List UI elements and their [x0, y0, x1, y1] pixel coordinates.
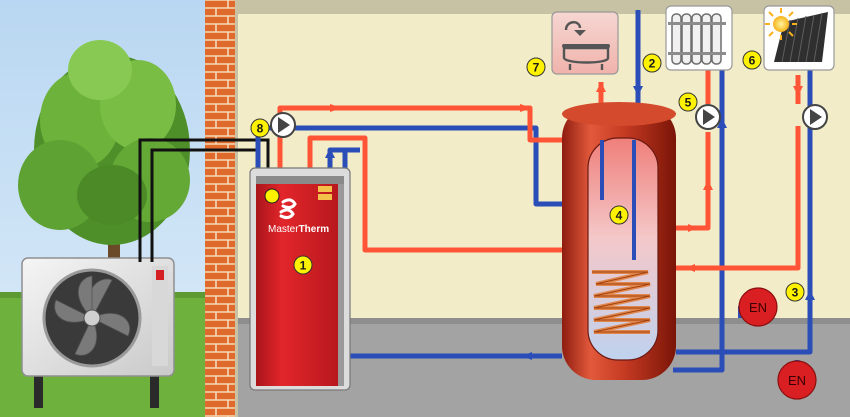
flow-arrow-icon: [325, 82, 815, 360]
solar-pump: [802, 104, 828, 130]
storage-tank: [562, 102, 676, 380]
callout-number: 6: [749, 54, 756, 68]
brick-wall: [205, 0, 235, 417]
callout-4: 4: [609, 205, 629, 225]
callout-number: 4: [616, 209, 623, 223]
callout-7: 7: [526, 57, 546, 77]
callout-8: 8: [250, 118, 270, 138]
expansion-vessel-2: EN: [777, 360, 817, 400]
circulation-pump: [270, 112, 296, 138]
brand-logo-icon: [279, 198, 297, 220]
callout-2: 2: [642, 53, 662, 73]
solar-panel-icon: [763, 5, 835, 71]
callout-6: 6: [742, 50, 762, 70]
callout-number: 1: [300, 259, 307, 273]
callout-number: 3: [792, 286, 799, 300]
expansion-vessel-label: EN: [749, 300, 767, 315]
callout-1: 1: [293, 255, 313, 275]
callout-3: 3: [785, 282, 805, 302]
bathtub-icon: [551, 11, 619, 75]
tree-icon: [18, 40, 190, 300]
indoor-heat-pump-unit: MasterTherm: [249, 167, 351, 391]
radiator-pump: [695, 104, 721, 130]
radiator-icon: [665, 5, 733, 71]
callout-number: 8: [257, 122, 264, 136]
brand-name: MasterTherm: [268, 224, 329, 235]
callout-number: 2: [649, 57, 656, 71]
expansion-vessel-label: EN: [788, 373, 806, 388]
expansion-vessel-1: EN: [738, 287, 778, 327]
callout-number: 5: [685, 96, 692, 110]
callout-number: 7: [533, 61, 540, 75]
outdoor-heat-pump-icon: [21, 257, 175, 408]
callout-5: 5: [678, 92, 698, 112]
pump-icon: [270, 104, 828, 138]
